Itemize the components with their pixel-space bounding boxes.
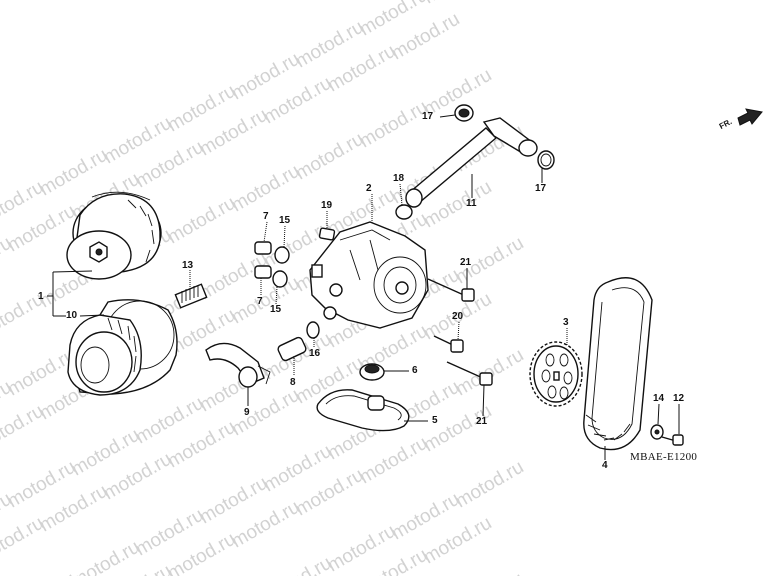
callout-12[interactable]: 12 bbox=[673, 393, 685, 404]
oil-pipe-drawing bbox=[395, 104, 555, 220]
callout-15-bottom[interactable]: 15 bbox=[270, 304, 282, 315]
watermark-text: motod.ru bbox=[420, 0, 495, 8]
drive-chain-drawing bbox=[583, 277, 653, 451]
callout-19[interactable]: 19 bbox=[321, 200, 333, 211]
dowel-pin-drawing bbox=[318, 227, 336, 241]
oil-strainer-drawing bbox=[316, 389, 410, 432]
watermark-text: motod.ru bbox=[228, 161, 303, 217]
watermark-text: motod.ru bbox=[164, 193, 239, 249]
oil-filter-cover-drawing bbox=[66, 191, 162, 280]
watermark-text: motod.ru bbox=[452, 457, 527, 513]
callout-6[interactable]: 6 bbox=[412, 365, 418, 376]
oil-pipe-joint-drawing bbox=[277, 321, 320, 362]
callout-20[interactable]: 20 bbox=[452, 311, 464, 322]
watermark-text: motod.ru bbox=[292, 129, 367, 185]
filter-boss-drawing bbox=[174, 283, 208, 309]
watermark-text: motod.ru bbox=[356, 97, 431, 153]
sprocket-drawing bbox=[529, 341, 583, 407]
bolts-drawing bbox=[427, 278, 493, 386]
callout-17-top[interactable]: 17 bbox=[422, 111, 434, 122]
callout-8[interactable]: 8 bbox=[290, 377, 296, 388]
callout-21-bottom[interactable]: 21 bbox=[476, 416, 488, 427]
front-direction-arrow bbox=[737, 108, 763, 126]
grommet-drawing bbox=[359, 363, 385, 381]
callout-17-right[interactable]: 17 bbox=[535, 183, 547, 194]
callout-9[interactable]: 9 bbox=[244, 407, 250, 418]
callout-21-top[interactable]: 21 bbox=[460, 257, 472, 268]
watermark-text: motod.ru bbox=[260, 553, 335, 576]
callout-4[interactable]: 4 bbox=[602, 460, 608, 471]
oil-hose-drawing bbox=[205, 342, 271, 388]
callout-16[interactable]: 16 bbox=[309, 348, 321, 359]
callout-5[interactable]: 5 bbox=[432, 415, 438, 426]
callout-7-top[interactable]: 7 bbox=[263, 211, 269, 222]
diagram-code: MBAE-E1200 bbox=[630, 451, 698, 463]
leader-lines bbox=[47, 114, 680, 460]
callout-7-bottom[interactable]: 7 bbox=[257, 296, 263, 307]
callout-18[interactable]: 18 bbox=[393, 173, 405, 184]
callout-13[interactable]: 13 bbox=[182, 260, 194, 271]
oil-pump-body-drawing bbox=[309, 221, 429, 329]
washer-bolt-drawing bbox=[650, 424, 684, 446]
callout-2[interactable]: 2 bbox=[366, 183, 372, 194]
callout-15-top[interactable]: 15 bbox=[279, 215, 291, 226]
oil-filter-cartridge-drawing bbox=[67, 299, 178, 396]
callout-3[interactable]: 3 bbox=[563, 317, 569, 328]
callout-1[interactable]: 1 bbox=[38, 291, 44, 302]
collars-orings-drawing bbox=[254, 241, 290, 288]
callout-11[interactable]: 11 bbox=[466, 198, 477, 209]
watermark-text: motod.ru bbox=[452, 569, 527, 576]
callout-10[interactable]: 10 bbox=[66, 310, 78, 321]
callout-14[interactable]: 14 bbox=[653, 393, 665, 404]
